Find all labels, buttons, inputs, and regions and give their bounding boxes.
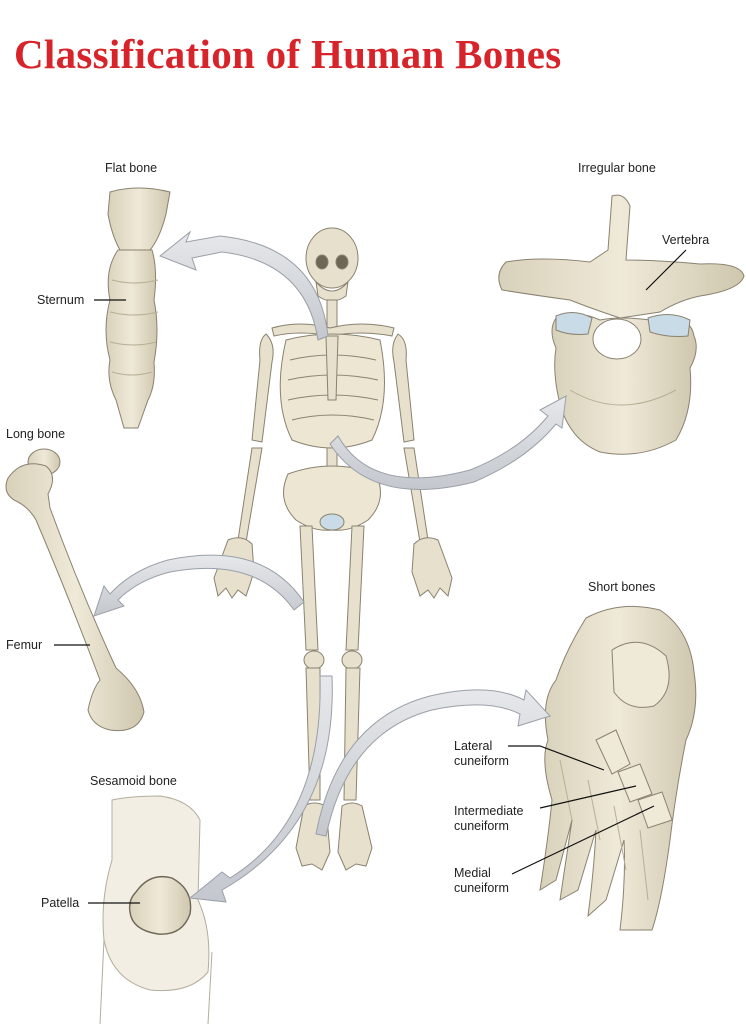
femur-illustration <box>5 448 145 732</box>
femur-label: Femur <box>6 638 43 652</box>
arrow-to-flat-bone <box>159 230 329 341</box>
vertebra-illustration <box>498 194 745 455</box>
sesamoid-bone-heading: Sesamoid bone <box>90 774 177 788</box>
sternum-illustration <box>105 187 171 429</box>
knee-illustration <box>99 795 213 1024</box>
irregular-bone-heading: Irregular bone <box>578 161 656 175</box>
sternum-label: Sternum <box>37 293 85 307</box>
page-title: Classification of Human Bones <box>14 31 562 77</box>
arrows <box>93 230 567 903</box>
medial-cuneiform-label: Medial cuneiform <box>454 866 509 895</box>
long-bone-heading: Long bone <box>6 427 66 441</box>
vertebra-label: Vertebra <box>662 233 710 247</box>
skeleton-illustration <box>213 227 453 871</box>
short-bones-heading: Short bones <box>588 580 656 594</box>
arrow-to-sesamoid-bone <box>188 675 333 903</box>
flat-bone-heading: Flat bone <box>105 161 158 175</box>
patella-label: Patella <box>41 896 80 910</box>
foot-illustration <box>539 605 697 931</box>
arrow-to-irregular-bone <box>329 395 567 491</box>
lateral-cuneiform-label: Lateral cuneiform <box>454 739 509 768</box>
arrow-to-long-bone <box>93 554 305 617</box>
intermediate-cuneiform-label: Intermediate cuneiform <box>454 804 524 833</box>
arrow-to-short-bones <box>315 688 551 837</box>
leader-lines <box>54 249 687 904</box>
